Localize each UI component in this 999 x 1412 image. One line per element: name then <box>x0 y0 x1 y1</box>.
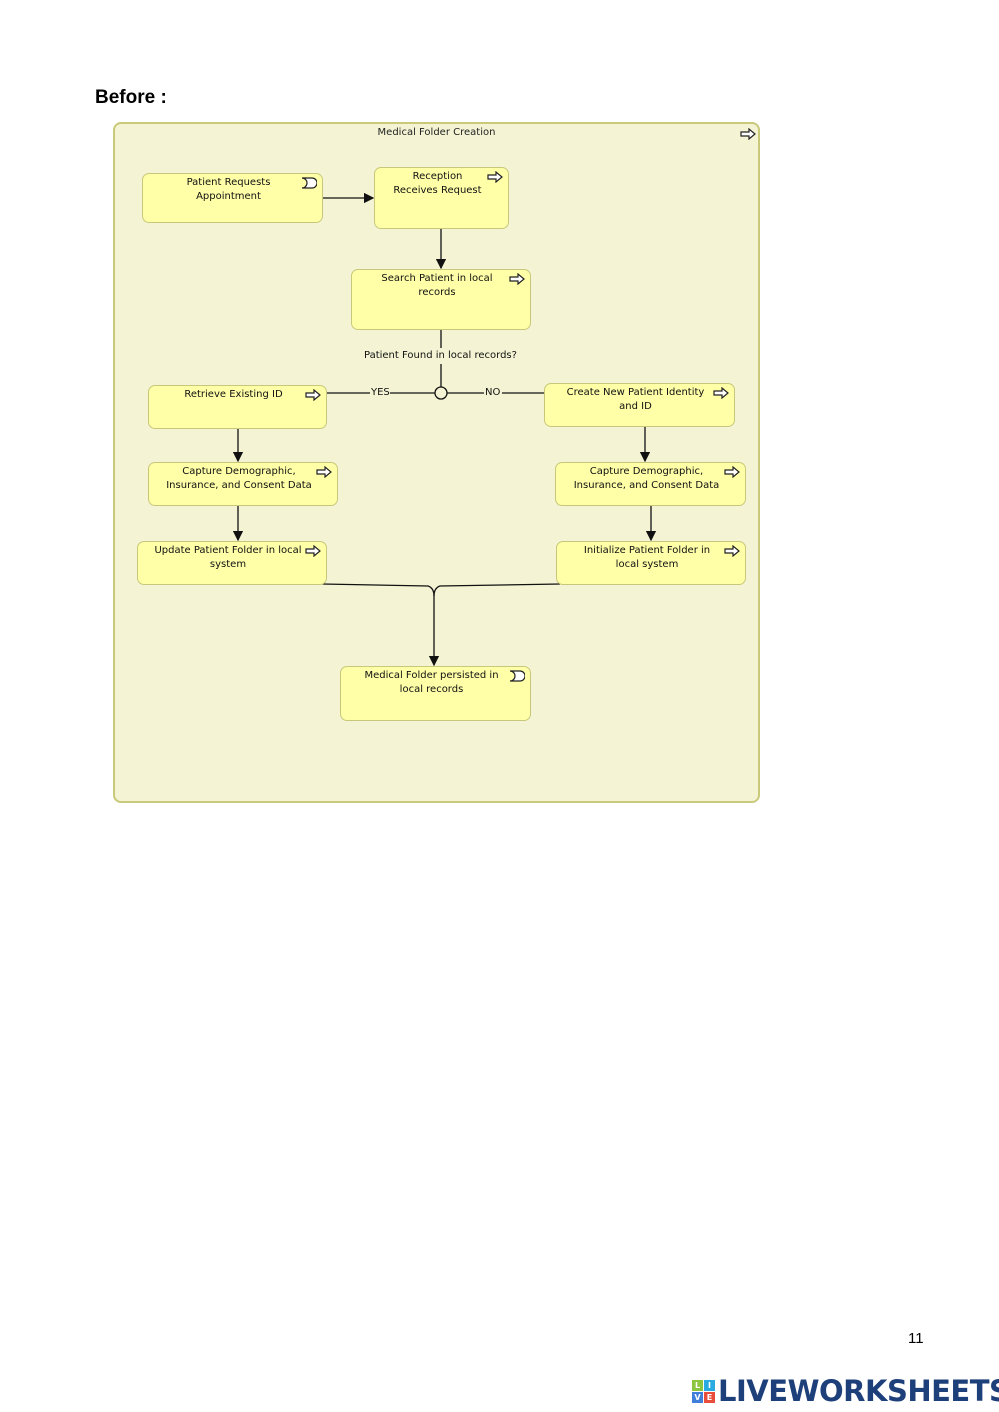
process-arrow-icon <box>509 273 525 285</box>
logo-letter: L <box>692 1379 703 1391</box>
process-arrow-icon <box>724 466 740 478</box>
flow-line <box>321 583 435 597</box>
flow-line <box>433 583 561 597</box>
node-initialize-folder[interactable]: Initialize Patient Folder in local syste… <box>556 541 746 585</box>
process-arrow-icon <box>316 466 332 478</box>
node-search-patient[interactable]: Search Patient in local records <box>351 269 531 330</box>
yes-label: YES <box>371 387 390 398</box>
logo-letter: I <box>704 1379 715 1391</box>
logo-mark: L I V E <box>692 1379 715 1403</box>
process-arrow-icon <box>305 545 321 557</box>
node-label: Capture Demographic, Insurance, and Cons… <box>166 466 312 491</box>
logo-letter: V <box>692 1391 703 1403</box>
node-label: Capture Demographic, Insurance, and Cons… <box>573 466 720 491</box>
node-label: Initialize Patient Folder in local syste… <box>583 545 711 570</box>
process-group-title: Medical Folder Creation <box>377 127 496 138</box>
node-label: Update Patient Folder in local system <box>154 545 302 570</box>
node-capture-left[interactable]: Capture Demographic, Insurance, and Cons… <box>148 462 338 506</box>
node-label: Reception Receives Request <box>393 171 482 196</box>
junction-circle <box>434 386 448 400</box>
node-folder-persisted[interactable]: Medical Folder persisted in local record… <box>340 666 531 721</box>
node-label: Retrieve Existing ID <box>184 389 283 400</box>
node-label: Search Patient in local records <box>381 273 493 298</box>
node-label: Patient Requests Appointment <box>186 177 271 202</box>
node-create-identity[interactable]: Create New Patient Identity and ID <box>544 383 735 427</box>
node-capture-right[interactable]: Capture Demographic, Insurance, and Cons… <box>555 462 746 506</box>
process-arrow-icon <box>724 545 740 557</box>
node-label: Medical Folder persisted in local record… <box>364 670 499 695</box>
event-icon <box>509 670 525 682</box>
node-patient-requests[interactable]: Patient Requests Appointment <box>142 173 323 223</box>
liveworksheets-logo: L I V E LIVEWORKSHEETS <box>692 1374 999 1408</box>
no-label: NO <box>485 387 501 398</box>
page-number: 11 <box>908 1330 924 1347</box>
logo-text: LIVEWORKSHEETS <box>718 1374 999 1408</box>
node-reception-receives[interactable]: Reception Receives Request <box>374 167 509 229</box>
logo-letter: E <box>704 1391 715 1403</box>
process-arrow-icon <box>740 128 756 140</box>
node-label: Create New Patient Identity and ID <box>566 387 705 412</box>
event-icon <box>301 177 317 189</box>
node-retrieve-id[interactable]: Retrieve Existing ID <box>148 385 327 429</box>
decision-label: Patient Found in local records? <box>364 350 517 361</box>
section-heading: Before : <box>95 87 167 108</box>
process-arrow-icon <box>305 389 321 401</box>
node-update-folder[interactable]: Update Patient Folder in local system <box>137 541 327 585</box>
process-arrow-icon <box>487 171 503 183</box>
process-arrow-icon <box>713 387 729 399</box>
